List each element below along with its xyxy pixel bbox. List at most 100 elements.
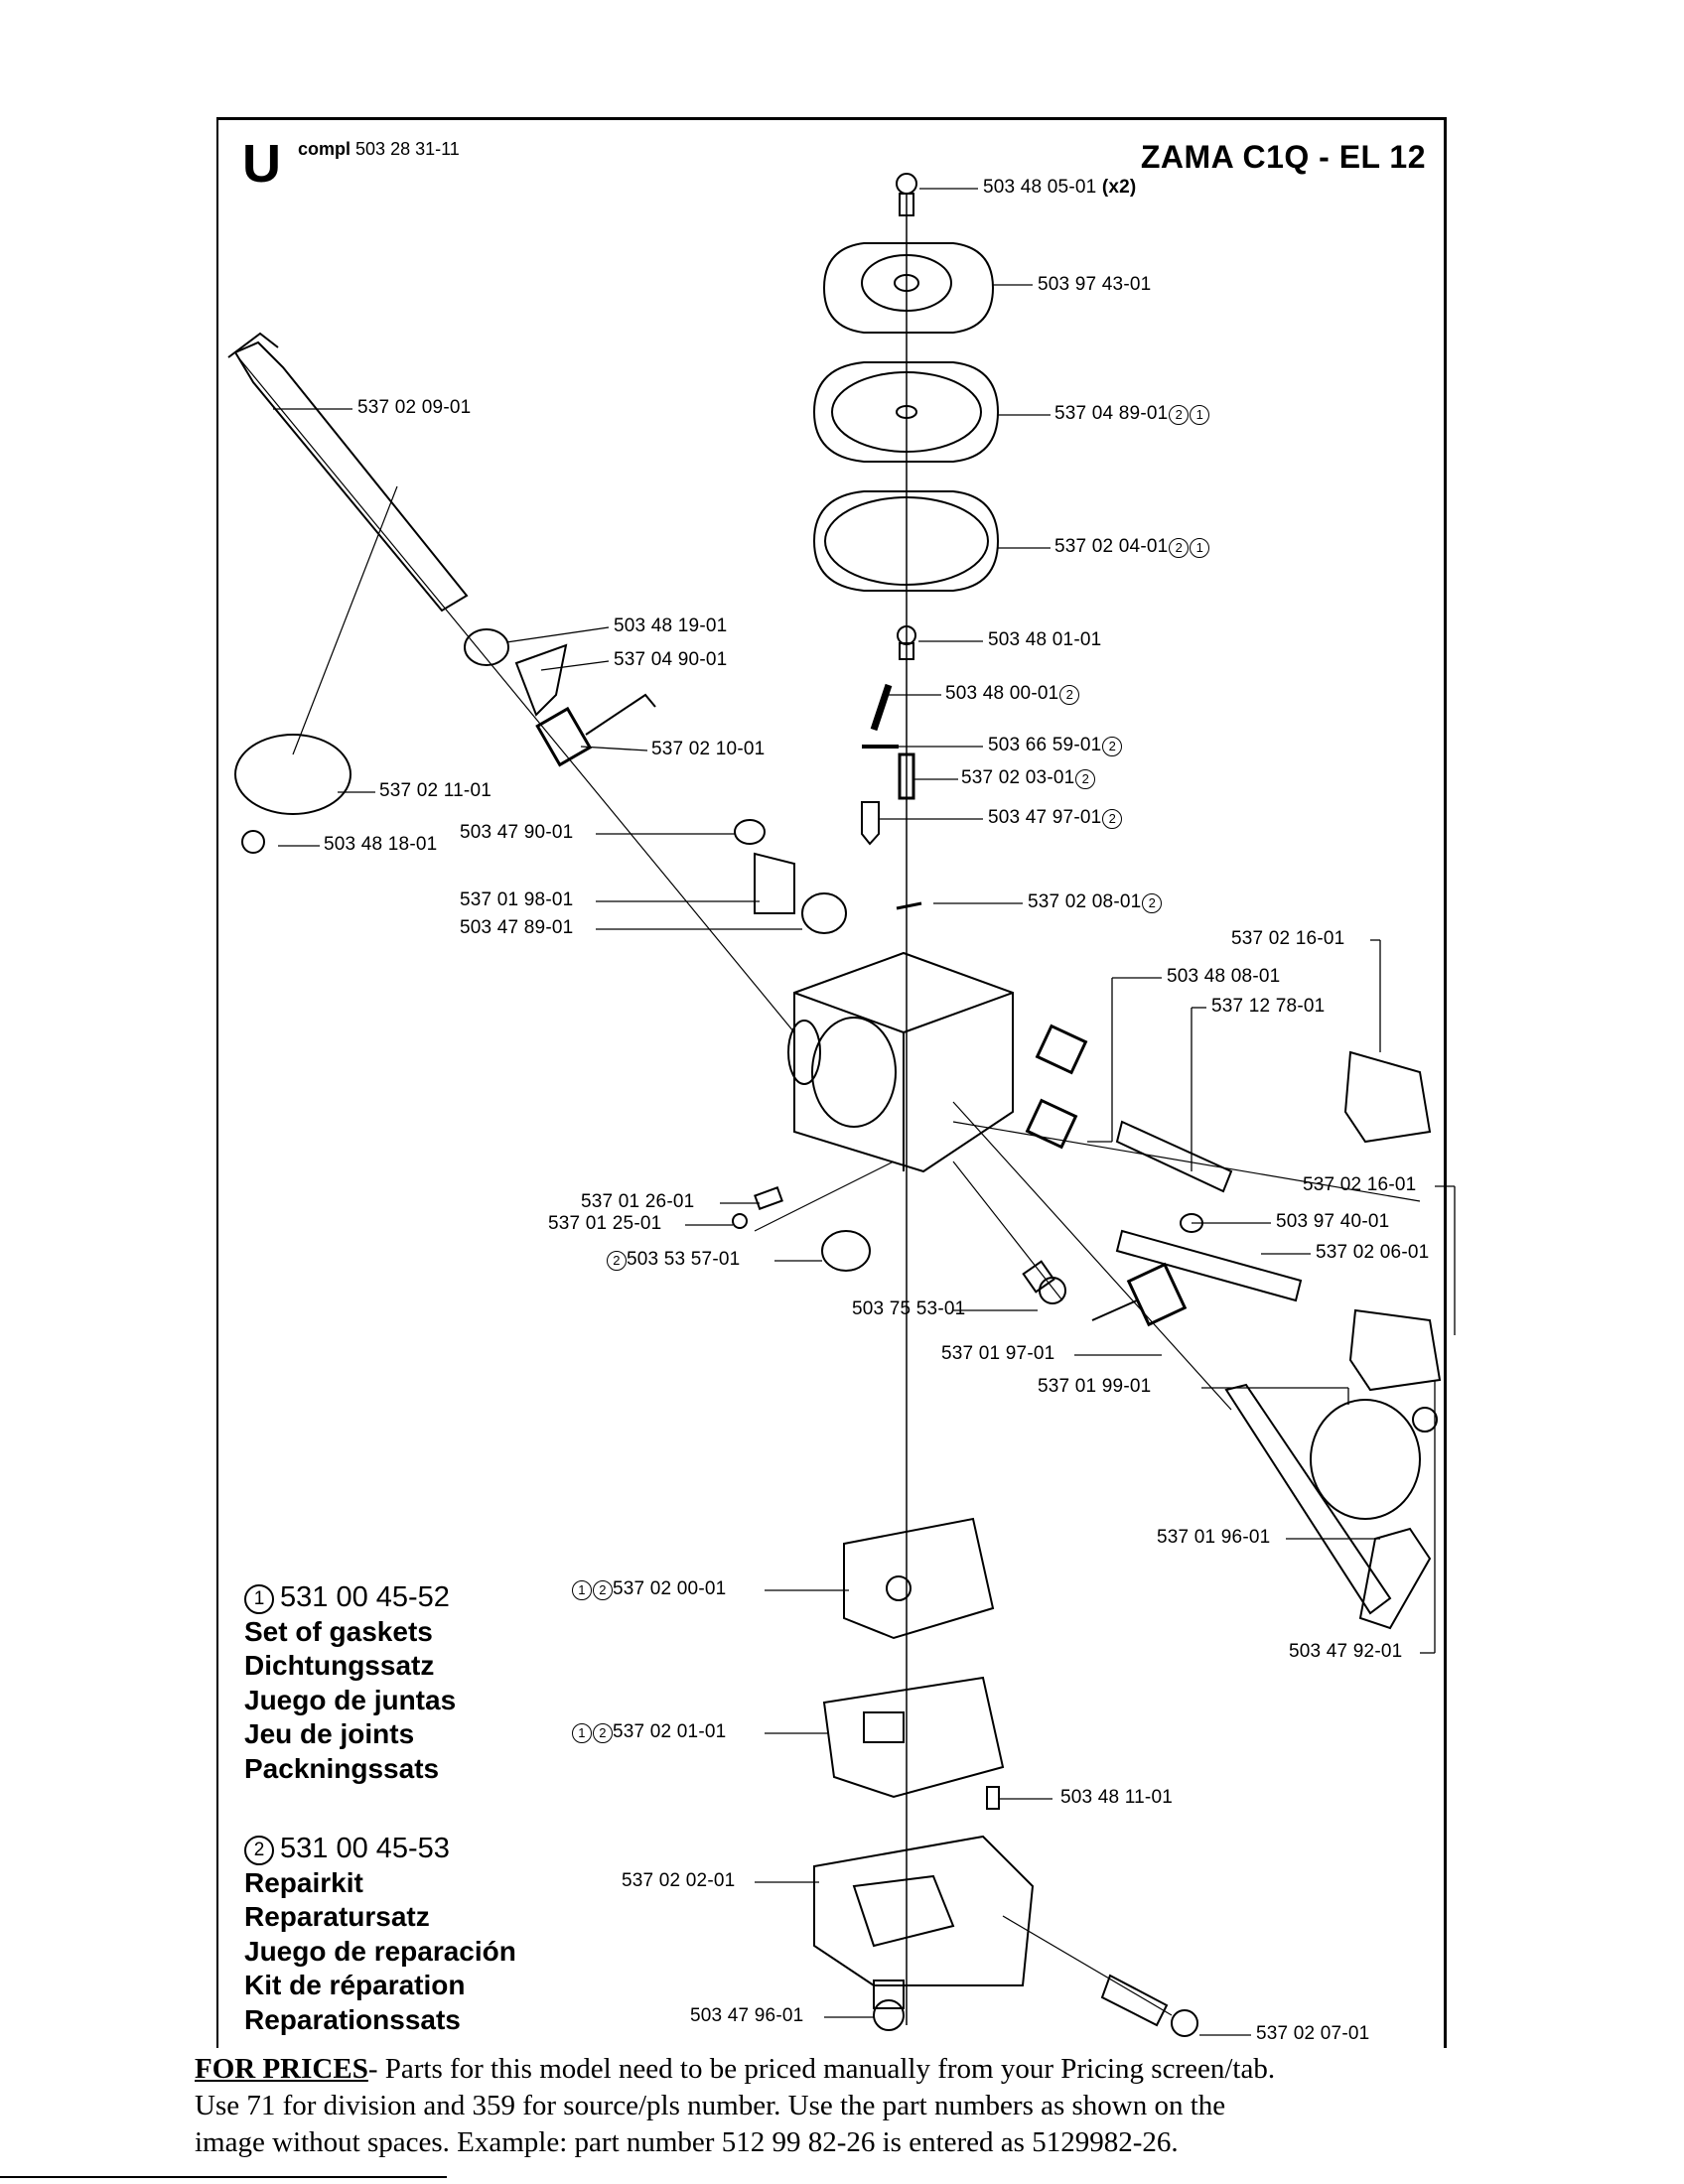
part-number: 503 53 57-01 <box>627 1249 741 1270</box>
kit-marker: 2 <box>607 1251 627 1271</box>
part-number: 503 75 53-01 <box>852 1298 966 1319</box>
bottom-rule <box>0 2176 447 2178</box>
part-number: 503 48 05-01 <box>983 177 1097 198</box>
part-label: 503 47 96-01 <box>690 2005 803 2027</box>
pricing-line-1: FOR PRICES- Parts for this model need to… <box>195 2051 1485 2088</box>
part-number: 537 01 99-01 <box>1038 1376 1152 1397</box>
kit-name: Reparatursatz <box>244 1901 430 1932</box>
pricing-line-3: image without spaces. Example: part numb… <box>195 2126 1179 2158</box>
part-number: 503 47 97-01 <box>988 807 1102 828</box>
part-label: 503 48 19-01 <box>614 615 727 637</box>
part-label: 503 48 01-01 <box>988 629 1101 651</box>
part-label: 537 01 98-01 <box>460 889 573 911</box>
part-number: 537 01 97-01 <box>941 1343 1055 1364</box>
complete-assembly-label: compl 503 28 31-11 <box>298 139 460 160</box>
part-number: 503 48 19-01 <box>614 615 728 636</box>
kit-marker: 2 <box>244 1836 274 1865</box>
part-number: 503 48 18-01 <box>324 834 438 855</box>
part-number: 537 02 09-01 <box>357 397 472 418</box>
part-number: 503 48 08-01 <box>1167 966 1281 987</box>
part-label: 503 75 53-01 <box>852 1298 965 1320</box>
part-number: 537 01 26-01 <box>581 1191 695 1212</box>
compl-prefix: compl <box>298 139 351 159</box>
part-label: 537 02 09-01 <box>357 397 471 419</box>
part-label: 537 02 06-01 <box>1316 1242 1429 1264</box>
kit-name: Packningssats <box>244 1752 440 1784</box>
kit-marker: 1 <box>1190 538 1210 558</box>
kit-marker: 1 <box>1190 405 1210 425</box>
part-number: 537 02 02-01 <box>622 1870 736 1891</box>
part-label: 503 48 18-01 <box>324 834 437 856</box>
part-label: 503 48 11-01 <box>1060 1787 1173 1809</box>
kit-name: Jeu de joints <box>244 1718 415 1749</box>
part-number: 503 48 01-01 <box>988 629 1102 650</box>
kit-name: Set of gaskets <box>244 1615 433 1647</box>
part-label: 537 02 02-01 <box>622 1870 735 1892</box>
part-label: 537 01 97-01 <box>941 1343 1054 1365</box>
part-number: 537 02 11-01 <box>379 780 491 801</box>
kit-name: Juego de reparación <box>244 1935 516 1967</box>
kit-marker: 2 <box>1142 893 1163 913</box>
kit-marker: 2 <box>1059 685 1080 705</box>
part-label: 503 97 40-01 <box>1276 1211 1389 1233</box>
part-number: 537 02 06-01 <box>1316 1242 1430 1263</box>
part-number: 537 02 16-01 <box>1231 928 1345 949</box>
part-label: 537 02 16-01 <box>1231 928 1344 950</box>
part-label: 503 48 08-01 <box>1167 966 1280 988</box>
kit-number: 531 00 45-53 <box>280 1833 450 1864</box>
part-label: 537 04 90-01 <box>614 649 727 671</box>
part-number: 537 02 08-01 <box>1028 891 1142 912</box>
part-number: 537 02 03-01 <box>961 767 1075 788</box>
pricing-text-1: - Parts for this model need to be priced… <box>367 2053 1276 2085</box>
kit-name: Dichtungssatz <box>244 1650 435 1681</box>
part-number: 503 66 59-01 <box>988 735 1102 755</box>
part-label: 537 12 78-01 <box>1211 996 1325 1018</box>
diagram-frame <box>216 117 1447 2048</box>
part-number: 503 47 89-01 <box>460 917 574 938</box>
part-label: 537 02 07-01 <box>1256 2023 1369 2045</box>
part-number: 503 47 92-01 <box>1289 1641 1403 1662</box>
kit-name: Reparationssats <box>244 2003 461 2035</box>
kit-marker: 2 <box>593 1723 613 1743</box>
part-number: 537 12 78-01 <box>1211 996 1326 1017</box>
part-number: 537 04 90-01 <box>614 649 728 670</box>
kit-marker: 2 <box>593 1580 613 1600</box>
part-number: 503 97 40-01 <box>1276 1211 1390 1232</box>
part-number: 503 48 00-01 <box>945 683 1059 704</box>
part-label: 503 48 05-01 (x2) <box>983 177 1136 199</box>
kit-marker: 2 <box>1075 769 1096 789</box>
part-number: 537 01 98-01 <box>460 889 574 910</box>
part-label: 503 47 89-01 <box>460 917 573 939</box>
part-label: 537 01 26-01 <box>581 1191 694 1213</box>
kit-name: Repairkit <box>244 1866 363 1898</box>
kit-marker: 1 <box>244 1584 274 1614</box>
kit-marker: 1 <box>572 1580 592 1600</box>
kit-marker: 2 <box>1169 405 1190 425</box>
part-number: 537 02 01-01 <box>613 1721 727 1742</box>
kit-name: Juego de juntas <box>244 1684 457 1715</box>
kit-marker: 2 <box>1102 809 1123 829</box>
pricing-note: FOR PRICES- Parts for this model need to… <box>195 2051 1485 2161</box>
part-label: 537 01 99-01 <box>1038 1376 1151 1398</box>
part-number: 503 47 96-01 <box>690 2005 804 2026</box>
part-label: 537 01 25-01 <box>548 1213 661 1235</box>
compl-number: 503 28 31-11 <box>355 139 460 159</box>
part-number: 537 02 16-01 <box>1303 1174 1417 1195</box>
part-number: 503 97 43-01 <box>1038 274 1152 295</box>
part-label: 503 97 43-01 <box>1038 274 1151 296</box>
part-number: 537 01 96-01 <box>1157 1527 1271 1548</box>
part-label: 503 47 92-01 <box>1289 1641 1402 1663</box>
section-letter: U <box>242 134 281 194</box>
part-label: 537 01 96-01 <box>1157 1527 1270 1549</box>
part-number: 537 02 07-01 <box>1256 2023 1370 2044</box>
kit-marker: 2 <box>1102 737 1123 756</box>
